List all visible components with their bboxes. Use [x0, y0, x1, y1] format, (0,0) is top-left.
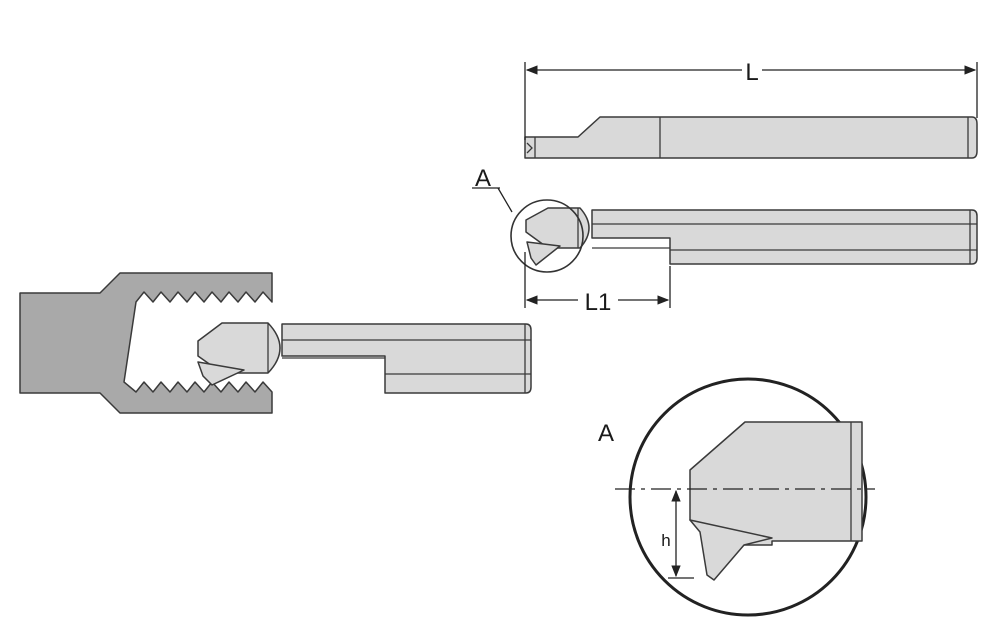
tool-top-view: [524, 116, 978, 159]
label-detail-title: A: [598, 420, 614, 447]
tool-middle-view: A: [472, 165, 978, 273]
dimension-l: L: [524, 59, 978, 140]
detail-a-marker-circle: [510, 199, 584, 273]
detail-a-view: A h: [598, 377, 875, 617]
label-h: h: [661, 531, 670, 550]
tool-in-workpiece: [197, 322, 532, 394]
workpiece-section: [19, 272, 273, 414]
detail-a-circle: [628, 377, 868, 617]
label-detail-ref: A: [475, 165, 491, 192]
label-l: L: [745, 59, 758, 86]
dimension-l1: L1: [524, 252, 671, 316]
label-l1: L1: [585, 289, 612, 316]
